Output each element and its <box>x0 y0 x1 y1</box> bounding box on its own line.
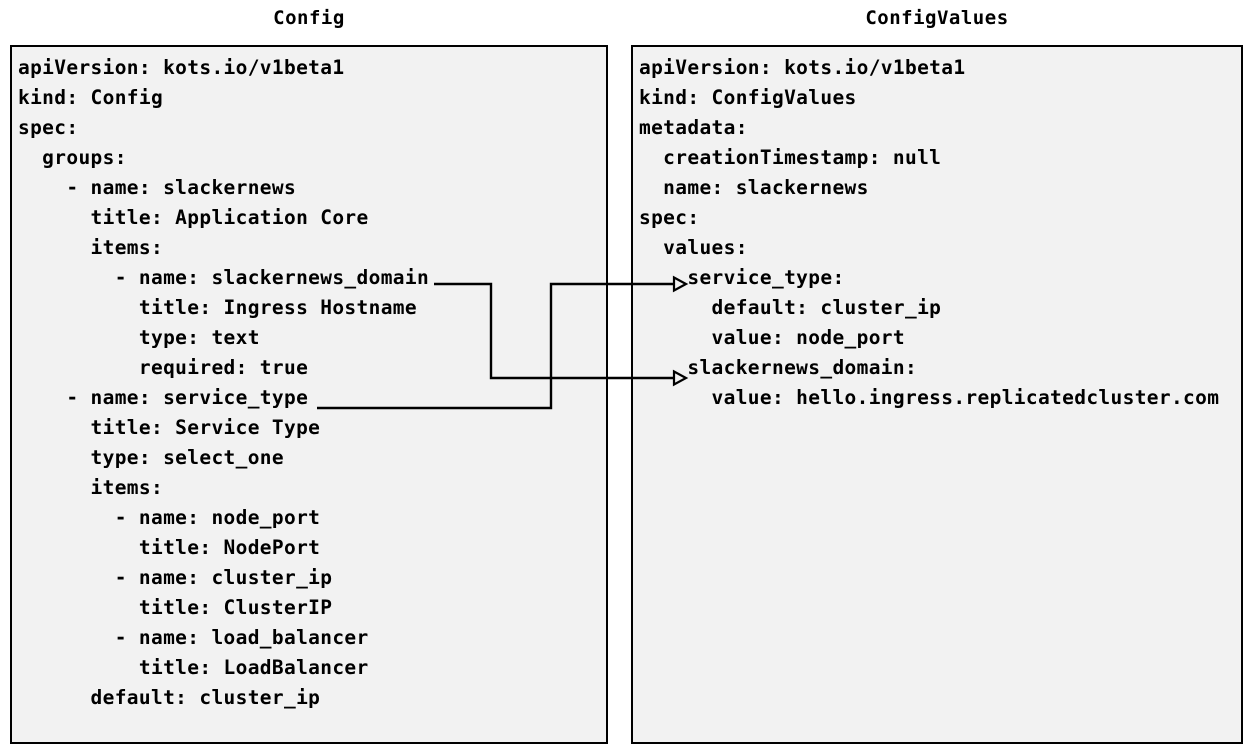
configvalues-panel-title: ConfigValues <box>865 7 1009 29</box>
config-yaml-line-19: - name: load_balancer <box>18 626 369 649</box>
configvalues-yaml-text: apiVersion: kots.io/v1beta1 kind: ConfigV… <box>639 53 1241 413</box>
configvalues-yaml-line-2: metadata: <box>639 116 748 139</box>
config-yaml-line-3: groups: <box>18 146 127 169</box>
config-panel-title: Config <box>273 7 345 29</box>
config-yaml-line-0: apiVersion: kots.io/v1beta1 <box>18 56 345 79</box>
config-yaml-line-12: title: Service Type <box>18 416 321 439</box>
configvalues-yaml-panel: apiVersion: kots.io/v1beta1 kind: ConfigV… <box>631 45 1243 744</box>
configvalues-yaml-line-10: slackernews_domain: <box>639 356 918 379</box>
config-yaml-line-2: spec: <box>18 116 79 139</box>
config-yaml-line-13: type: select_one <box>18 446 284 469</box>
config-yaml-line-8: title: Ingress Hostname <box>18 296 417 319</box>
configvalues-yaml-line-0: apiVersion: kots.io/v1beta1 <box>639 56 966 79</box>
config-yaml-line-11: - name: service_type <box>18 386 309 409</box>
configvalues-yaml-line-8: default: cluster_ip <box>639 296 942 319</box>
config-yaml-line-21: default: cluster_ip <box>18 686 321 709</box>
config-yaml-line-1: kind: Config <box>18 86 164 109</box>
configvalues-yaml-line-1: kind: ConfigValues <box>639 86 857 109</box>
config-yaml-line-15: - name: node_port <box>18 506 321 529</box>
config-yaml-line-20: title: LoadBalancer <box>18 656 369 679</box>
config-yaml-text: apiVersion: kots.io/v1beta1 kind: Config s… <box>18 53 606 713</box>
configvalues-yaml-line-5: spec: <box>639 206 700 229</box>
config-yaml-line-14: items: <box>18 476 164 499</box>
config-yaml-line-6: items: <box>18 236 164 259</box>
config-yaml-line-18: title: ClusterIP <box>18 596 333 619</box>
configvalues-yaml-line-6: values: <box>639 236 748 259</box>
configvalues-yaml-line-9: value: node_port <box>639 326 905 349</box>
config-yaml-line-10: required: true <box>18 356 309 379</box>
config-yaml-line-4: - name: slackernews <box>18 176 297 199</box>
configvalues-yaml-line-3: creationTimestamp: null <box>639 146 942 169</box>
configvalues-yaml-line-11: value: hello.ingress.replicatedcluster.c… <box>639 386 1220 409</box>
config-yaml-line-5: title: Application Core <box>18 206 369 229</box>
configvalues-yaml-line-7: service_type: <box>639 266 845 289</box>
config-yaml-line-9: type: text <box>18 326 260 349</box>
configvalues-yaml-line-4: name: slackernews <box>639 176 869 199</box>
config-yaml-line-7: - name: slackernews_domain <box>18 266 430 289</box>
config-yaml-line-17: - name: cluster_ip <box>18 566 333 589</box>
config-yaml-panel: apiVersion: kots.io/v1beta1 kind: Config s… <box>10 45 608 744</box>
config-yaml-line-16: title: NodePort <box>18 536 321 559</box>
